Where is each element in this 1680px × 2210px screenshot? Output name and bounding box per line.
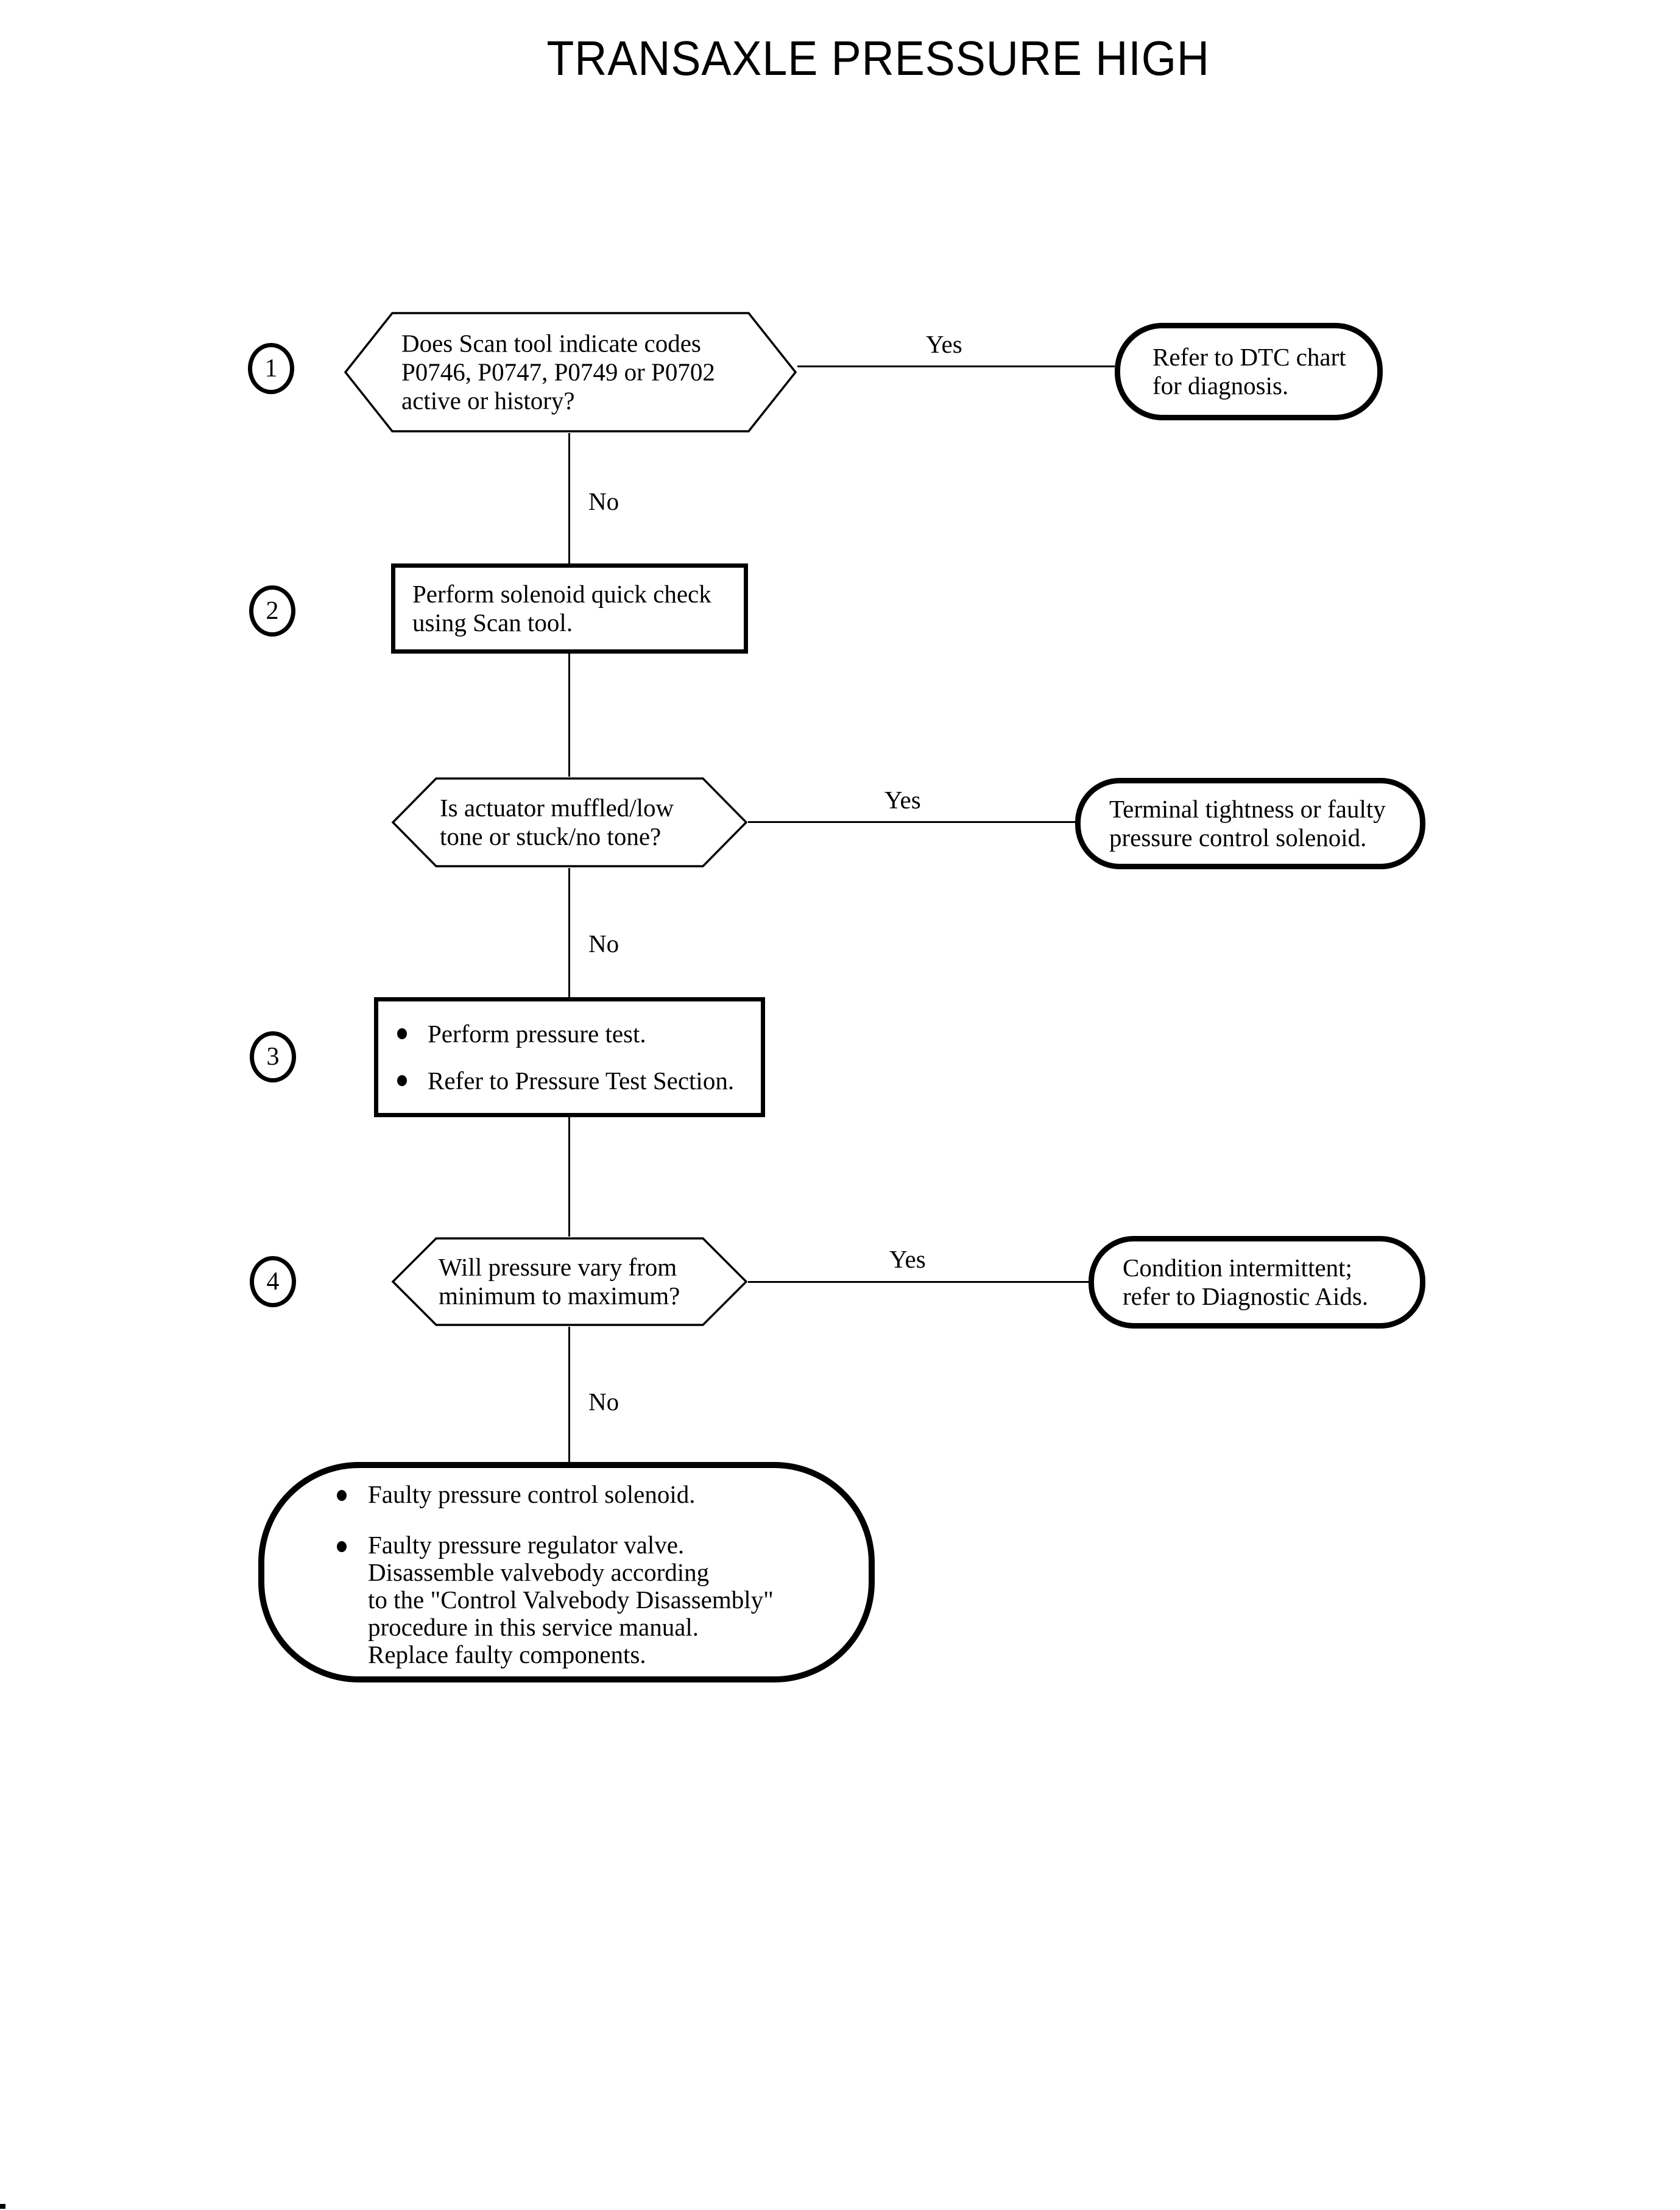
hexagon-outline [391,777,748,867]
result-1-line-2: for diagnosis. [1152,372,1289,400]
result-box-1: Refer to DTC chart for diagnosis. [1115,323,1383,420]
hexagon-outline [344,312,797,432]
step-number-1: 1 [264,355,278,383]
terminal-bullet-2-line-3: to the "Control Valvebody Disassembly" [368,1586,774,1614]
yes-label-2: Yes [884,786,921,814]
no-connector-2 [568,868,570,997]
no-label-1: No [588,487,619,515]
decision-1-line-3: active or history? [401,386,575,415]
result-box-3: Condition intermittent; refer to Diagnos… [1089,1236,1425,1329]
yes-connector-3 [748,1281,1089,1283]
step-number-2: 2 [266,597,279,625]
result-1-line-1: Refer to DTC chart [1152,343,1346,371]
connector-3-4 [568,1117,570,1237]
decision-3-line-1: Will pressure vary from [439,1253,677,1281]
terminal-bullet-2-line-4: procedure in this service manual. [368,1613,699,1641]
decision-2-text: Is actuator muffled/low tone or stuck/no… [440,794,674,851]
scan-artifact [0,2204,5,2209]
terminal-bullet-2-line-5: Replace faulty components. [368,1640,646,1668]
result-box-2: Terminal tightness or faulty pressure co… [1075,778,1425,869]
action-2-line-2: using Scan tool. [412,609,573,637]
result-3-line-1: Condition intermittent; [1123,1254,1352,1282]
result-2-line-1: Terminal tightness or faulty [1109,795,1386,823]
step-circle-1: 1 [248,343,294,394]
result-2-line-2: pressure control solenoid. [1109,824,1367,852]
decision-1-hexagon: Does Scan tool indicate codes P0746, P07… [344,311,797,433]
step-circle-4: 4 [250,1256,296,1307]
action-3-box: Perform pressure test. Refer to Pressure… [374,997,765,1117]
hexagon-shape [391,1237,748,1326]
page-title: TRANSAXLE PRESSURE HIGH [518,30,1212,86]
decision-2-line-1: Is actuator muffled/low [440,794,674,822]
decision-1-line-1: Does Scan tool indicate codes [401,329,701,358]
yes-connector-2 [748,821,1075,823]
yes-label-1: Yes [926,330,962,358]
decision-1-line-2: P0746, P0747, P0749 or P0702 [401,358,715,386]
no-label-2: No [588,930,619,958]
decision-2-hexagon: Is actuator muffled/low tone or stuck/no… [391,777,748,868]
no-connector-1 [568,433,570,563]
step-number-3: 3 [266,1043,280,1071]
connector-2-3 [568,654,570,777]
action-2-box: Perform solenoid quick check using Scan … [391,563,748,654]
action-3-bullet-1: Perform pressure test. [428,1020,646,1048]
result-3-line-2: refer to Diagnostic Aids. [1123,1282,1369,1310]
page-title-text: TRANSAXLE PRESSURE HIGH [546,31,1210,85]
bullet-dot [397,1075,407,1086]
hexagon-shape [391,777,748,867]
decision-2-line-2: tone or stuck/no tone? [440,822,662,850]
yes-label-3: Yes [889,1245,926,1273]
terminal-bullet-1: Faulty pressure control solenoid. [368,1480,696,1508]
terminal-bullet-2: Faulty pressure regulator valve. Disasse… [368,1531,774,1668]
step-circle-3: 3 [250,1031,296,1082]
terminal-bullet-2-line-1: Faulty pressure regulator valve. [368,1531,685,1559]
bullet-dot [337,1490,347,1501]
terminal-bullet-2-line-2: Disassemble valvebody according [368,1558,710,1586]
bullet-dot [397,1028,407,1039]
yes-connector-1 [797,365,1115,367]
action-2-line-1: Perform solenoid quick check [412,580,711,608]
decision-3-text: Will pressure vary from minimum to maxim… [439,1253,680,1310]
decision-3-hexagon: Will pressure vary from minimum to maxim… [391,1237,748,1327]
no-label-3: No [588,1388,619,1416]
no-connector-3 [568,1327,570,1462]
hexagon-shape [344,312,797,432]
step-circle-2: 2 [249,585,295,637]
decision-3-line-2: minimum to maximum? [439,1282,680,1310]
decision-1-text: Does Scan tool indicate codes P0746, P07… [401,330,715,415]
step-number-4: 4 [266,1268,280,1296]
action-3-bullet-2: Refer to Pressure Test Section. [428,1067,735,1095]
hexagon-outline [391,1237,748,1326]
terminal-box: Faulty pressure control solenoid. Faulty… [258,1462,875,1682]
bullet-dot [337,1541,347,1552]
